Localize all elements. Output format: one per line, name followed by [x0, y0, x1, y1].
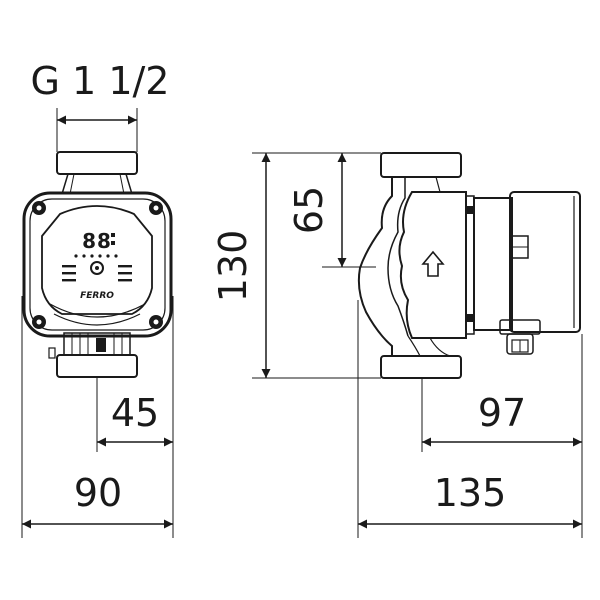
dim-width-front: 90 [74, 471, 122, 515]
dim-height: 130 [211, 230, 255, 303]
dim-length-side: 135 [434, 471, 507, 515]
dim-motor-length: 97 [478, 391, 526, 435]
front-dimensions: G 1 1/2 90 45 [21, 59, 174, 538]
volute-body [357, 177, 393, 356]
side-view [357, 152, 581, 379]
dim-offset-front: 45 [111, 391, 159, 435]
mode-indicators-left [62, 265, 76, 282]
dim-thread: G 1 1/2 [31, 59, 170, 103]
mode-indicators-right [118, 265, 132, 282]
side-dimensions: 130 65 135 97 [211, 152, 583, 538]
side-bottom-nut [380, 355, 462, 379]
indicator-dots [74, 254, 118, 258]
flow-arrow-icon [421, 250, 445, 277]
front-bottom-nut [56, 354, 138, 378]
control-panel [41, 205, 153, 315]
front-top-nut [56, 151, 138, 175]
front-view: 88 FERRO [22, 151, 173, 378]
corner-screws [32, 201, 163, 329]
motor-cover [509, 191, 581, 333]
display-digits: 88 [82, 229, 112, 253]
dim-axis-height: 65 [287, 186, 331, 234]
mode-button [90, 261, 104, 275]
motor-body [473, 197, 513, 331]
side-top-nut [380, 152, 462, 178]
pump-housing [22, 191, 173, 338]
brand-logo: FERRO [80, 291, 114, 301]
electronics-head [398, 191, 467, 339]
